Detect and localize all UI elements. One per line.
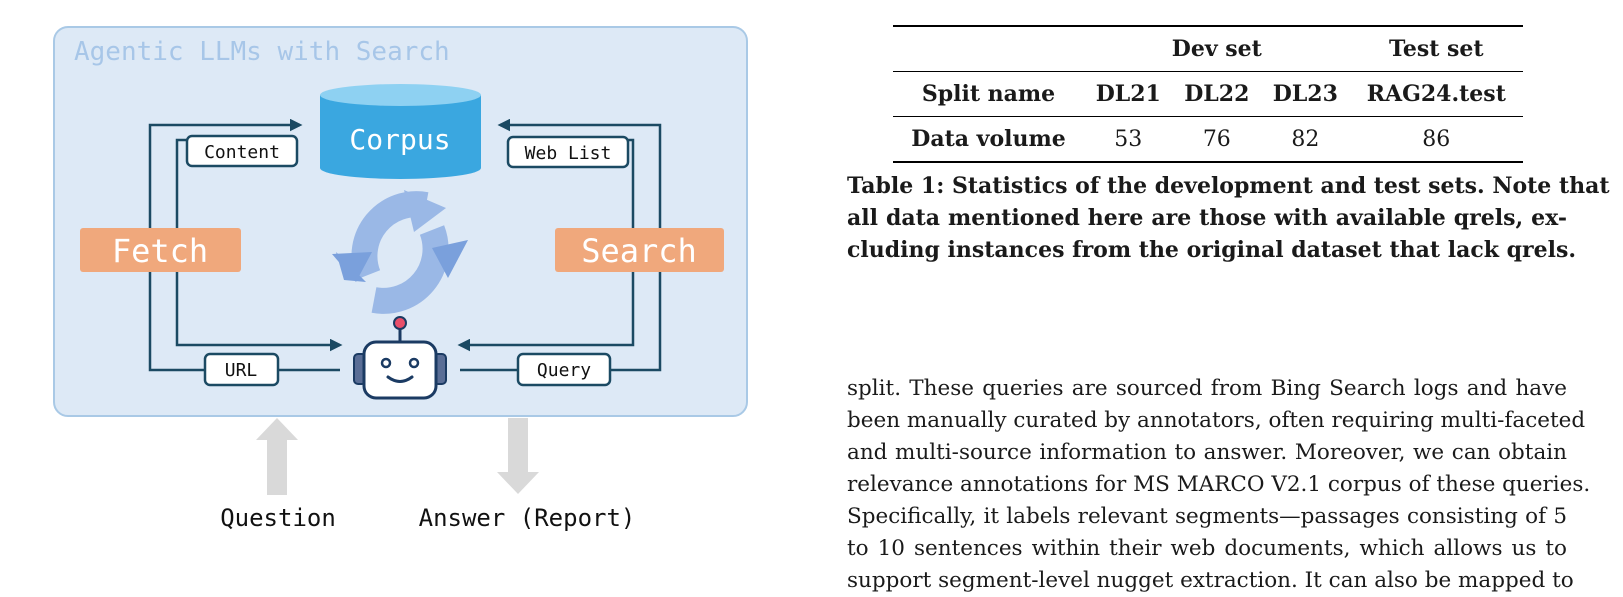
column-header: DL23 <box>1272 81 1338 107</box>
column-header: Split name <box>921 81 1056 107</box>
answer-output-arrow <box>497 418 539 494</box>
table-group-header-row: Dev set Test set <box>893 26 1523 72</box>
caption-line: Table 1: Statistics of the development a… <box>847 173 1610 199</box>
web-list-label-box <box>506 135 630 169</box>
row-header: Data volume <box>911 126 1066 152</box>
body-line: to 10 sentences within their web documen… <box>847 536 1567 561</box>
answer-label: Answer (Report) <box>419 504 636 532</box>
body-line: Specifically, it labels relevant segment… <box>847 504 1567 529</box>
caption-line: all data mentioned here are those with a… <box>847 205 1567 231</box>
column-header: DL21 <box>1095 81 1161 107</box>
corpus-label: Corpus <box>349 123 450 156</box>
body-line: relevance annotations for MS MARCO V2.1 … <box>847 472 1591 497</box>
fetch-label: Fetch <box>112 232 208 270</box>
body-line: and multi-source information to answer. … <box>847 440 1567 465</box>
web-list-label: Web List <box>525 143 612 164</box>
caption-line: cluding instances from the original data… <box>847 237 1576 263</box>
body-line: support segment-level nugget extraction.… <box>847 568 1574 593</box>
query-label: Query <box>537 360 591 381</box>
question-label: Question <box>220 504 336 532</box>
agentic-search-diagram: Agentic LLMs with Search Corpus Content … <box>53 26 748 532</box>
table-cell: 86 <box>1422 126 1451 152</box>
content-label-box <box>185 134 299 168</box>
column-header: RAG24.test <box>1366 81 1506 107</box>
statistics-table: Dev set Test set Split name DL21 DL22 DL… <box>893 25 1523 163</box>
table-caption: Table 1: Statistics of the development a… <box>847 170 1610 266</box>
table-header-row: Split name DL21 DL22 DL23 RAG24.test <box>893 71 1523 117</box>
body-line: been manually curated by annotators, oft… <box>847 408 1586 433</box>
group-header-dev: Dev set <box>1171 36 1262 62</box>
corpus-cylinder-icon <box>320 84 481 179</box>
table-cell: 82 <box>1291 126 1320 152</box>
cycle-arrowhead-top <box>404 190 446 232</box>
fetch-box <box>80 228 241 272</box>
url-label: URL <box>225 360 258 381</box>
robot-agent-icon <box>353 316 447 400</box>
url-label-box <box>203 352 280 387</box>
cycle-arrowhead-left <box>332 252 372 282</box>
group-header-test: Test set <box>1389 36 1484 62</box>
table-cell: 53 <box>1114 126 1143 152</box>
cycle-arrowhead-right <box>432 240 468 278</box>
body-line: split. These queries are sourced from Bi… <box>847 376 1567 401</box>
body-paragraph: split. These queries are sourced from Bi… <box>847 373 1591 597</box>
content-label: Content <box>204 142 280 163</box>
search-label: Search <box>581 232 697 270</box>
column-header: DL22 <box>1184 81 1250 107</box>
panel-title: Agentic LLMs with Search <box>74 37 450 67</box>
table-cell: 76 <box>1202 126 1231 152</box>
question-input-arrow <box>256 418 298 495</box>
query-label-box <box>516 352 612 387</box>
search-box <box>555 228 724 272</box>
table-row: Data volume 53 76 82 86 <box>893 116 1523 162</box>
